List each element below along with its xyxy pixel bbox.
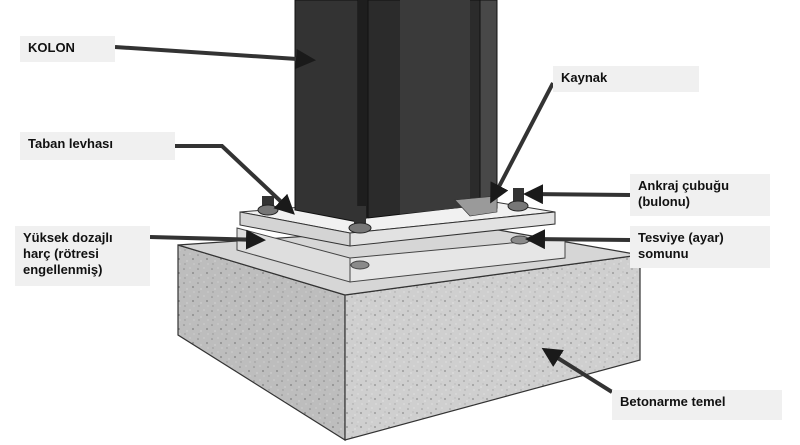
label-yuksek-dozajli-harc: Yüksek dozajlı harç (rötresi engellenmiş… (15, 226, 150, 286)
label-betonarme-temel: Betonarme temel (612, 390, 782, 420)
label-taban-levhasi: Taban levhası (20, 132, 175, 160)
arrow-kolon (114, 45, 316, 69)
leveling-nut (510, 235, 530, 245)
arrow-taban-levhasi (175, 144, 295, 215)
arrow-betonarme (541, 347, 614, 394)
anchor-bolts (257, 188, 530, 270)
steel-column (294, 0, 498, 223)
arrow-ankraj (523, 184, 631, 205)
anchor-bolt (507, 188, 529, 212)
label-kolon: KOLON (20, 36, 115, 62)
anchor-bolt (257, 196, 279, 216)
anchor-bolt (348, 206, 372, 234)
arrow-harc (149, 229, 266, 250)
label-tesviye-somunu: Tesviye (ayar) somunu (630, 226, 770, 268)
leveling-nut (350, 260, 370, 270)
arrow-kaynak (490, 82, 555, 204)
leader-arrows (114, 45, 631, 394)
label-ankraj-cubugu: Ankraj çubuğu (bulonu) (630, 174, 770, 216)
label-kaynak: Kaynak (553, 66, 699, 92)
arrow-tesviye (525, 229, 631, 250)
